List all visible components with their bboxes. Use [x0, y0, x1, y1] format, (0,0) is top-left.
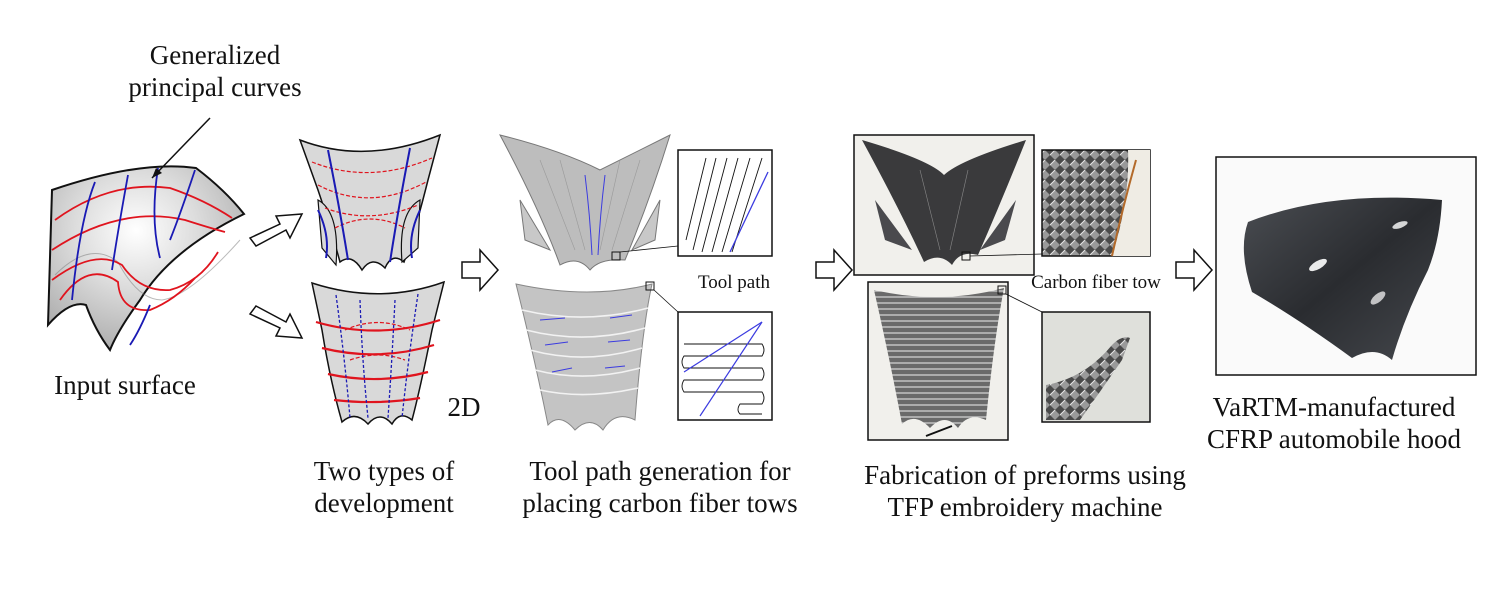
- red-principal-curves: [51, 185, 233, 311]
- hood-label: VaRTM-manufactured CFRP automobile hood: [1184, 392, 1484, 456]
- hood-photo: [1215, 156, 1477, 376]
- blue-principal-curves: [71, 167, 196, 346]
- fabrication-zoom-bottom: [1041, 311, 1151, 423]
- fabrication-label: Fabrication of preforms using TFP embroi…: [840, 460, 1210, 524]
- toolpath-zoom-bottom: [677, 311, 773, 421]
- pointer-line: [151, 117, 211, 179]
- curves-label-line2: principal curves: [128, 71, 302, 102]
- arrow-to-dev-top: [248, 213, 304, 247]
- development-top: [298, 133, 442, 272]
- arrow-to-hood: [1175, 248, 1214, 292]
- development-label-line1: Two types of: [313, 456, 455, 486]
- fabrication-photo-bottom: [867, 281, 1043, 441]
- development-label: Two types of development: [294, 456, 474, 520]
- hood-label-line2: CFRP automobile hood: [1206, 423, 1462, 454]
- input-surface-label: Input surface: [54, 370, 196, 400]
- hood-label-line1: VaRTM-manufactured: [1212, 392, 1456, 422]
- arrow-to-fabrication: [815, 248, 854, 292]
- toolpath-bottom: [515, 281, 679, 431]
- fabrication-label-line1: Fabrication of preforms using: [864, 460, 1186, 490]
- development-bottom: [310, 280, 446, 426]
- arrow-to-toolpath: [461, 248, 500, 292]
- two-d-label: 2D: [447, 392, 481, 422]
- carbon-fiber-tow-label: Carbon fiber tow: [1031, 272, 1161, 293]
- input-surface: [46, 117, 246, 353]
- fabrication-label-line2: TFP embroidery machine: [887, 491, 1163, 522]
- toolpath-generation-label-line2: placing carbon fiber tows: [522, 487, 798, 518]
- curves-label-line1: Generalized: [149, 40, 281, 70]
- toolpath-zoom-top: [677, 149, 773, 257]
- generalized-curves-label: Generalized principal curves: [100, 40, 330, 104]
- pointer-arrowhead: [152, 168, 162, 178]
- tool-path-label: Tool path: [697, 272, 771, 293]
- toolpath-generation-label-line1: Tool path generation for: [529, 456, 791, 486]
- arrow-to-dev-bottom: [248, 305, 304, 339]
- development-label-line2: development: [314, 487, 454, 518]
- fabrication-photo-top: [853, 134, 1043, 276]
- toolpath-top: [499, 134, 679, 271]
- fabrication-zoom-top: [1041, 149, 1151, 257]
- toolpath-generation-label: Tool path generation for placing carbon …: [490, 456, 830, 520]
